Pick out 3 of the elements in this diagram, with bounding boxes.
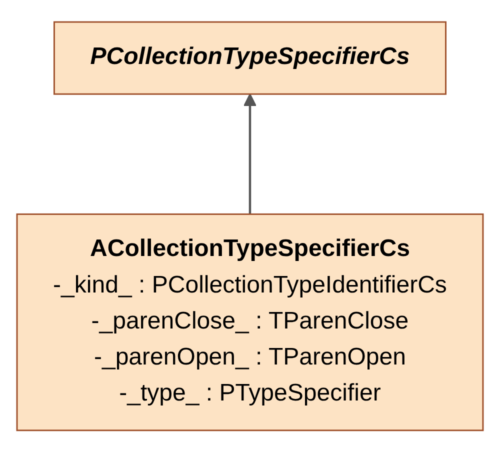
node-box: PCollectionTypeSpecifierCs [53, 21, 447, 95]
arrow [243, 93, 257, 214]
node-box: ACollectionTypeSpecifierCs -_kind_ : PCollectionTypeIdentifierCs -_parenClose_ : TParenClose -_parenOpen_ : TParenOpen -_type_ : PTypeSpecifier [16, 213, 484, 431]
